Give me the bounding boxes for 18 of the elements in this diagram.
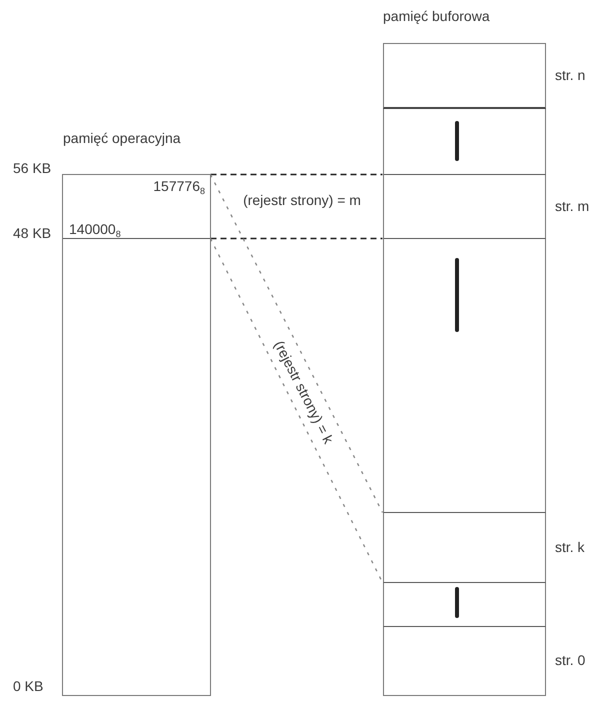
- size-label: 48 KB: [13, 225, 52, 241]
- size-label: 56 KB: [13, 160, 52, 176]
- page-label: str. 0: [555, 652, 586, 668]
- page-segment: [383, 239, 546, 513]
- address-label: 140000$_{8}$: [69, 221, 121, 237]
- page-segment: [383, 109, 546, 175]
- address-label: 157776$_{8}$: [153, 178, 205, 194]
- column-heading: pamięć operacyjna: [63, 130, 181, 146]
- size-label: 0 KB: [13, 678, 44, 694]
- column-heading: pamięć buforowa: [383, 8, 490, 24]
- page-segment: [383, 583, 546, 627]
- page-label: str. n: [555, 66, 586, 82]
- dashed-line: [210, 174, 382, 176]
- edge-label: (rejestr strony) = m: [241, 192, 363, 208]
- page-label: str. m: [555, 198, 590, 214]
- page-label: str. k: [555, 538, 585, 554]
- dashed-line: [210, 174, 384, 513]
- dashed-line: [210, 238, 382, 240]
